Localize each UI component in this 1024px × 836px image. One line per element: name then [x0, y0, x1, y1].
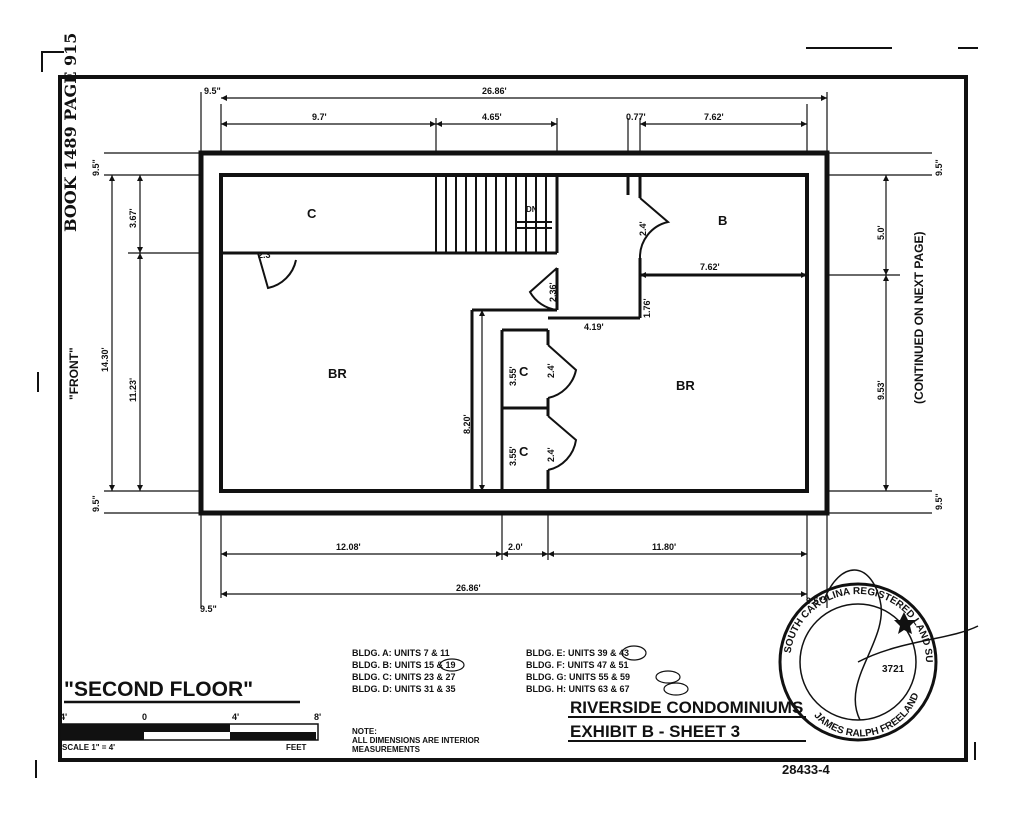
dim-top-seg-1: 9.7' [312, 112, 327, 122]
note-block: NOTE: ALL DIMENSIONS ARE INTERIOR MEASUR… [352, 727, 480, 754]
dim-right-seg-1: 5.0' [876, 225, 886, 240]
surveyor-seal: SOUTH CAROLINA REGISTERED LAND SURVEYOR … [0, 0, 979, 742]
crop-marks [35, 47, 978, 778]
dim-top-seg-3: 0.77' [626, 112, 646, 122]
building-line: BLDG. A: UNITS 7 & 11 [352, 648, 450, 658]
dim-right-seg-2: 9.53' [876, 380, 886, 400]
building-line: BLDG. B: UNITS 15 & 19 [352, 660, 456, 670]
building-line: BLDG. G: UNITS 55 & 59 [526, 672, 630, 682]
sheet-border [58, 75, 968, 762]
scale-tick: 4' [60, 712, 67, 722]
room-label-closet-mid-1: C [519, 364, 529, 379]
note-line-2: MEASUREMENTS [352, 745, 421, 754]
dim-hall-2: 1.76' [642, 298, 652, 318]
scale-tick: 0 [142, 712, 147, 722]
dim-hall-1: 4.19' [584, 322, 604, 332]
dim-bottom-wall-left: 9.5" [200, 604, 217, 614]
floor-title: "SECOND FLOOR" [64, 678, 253, 701]
front-label: "FRONT" [67, 347, 81, 400]
building-list-right: BLDG. E: UNITS 39 & 43 BLDG. F: UNITS 47… [526, 648, 630, 694]
exterior-walls [198, 150, 830, 516]
dim-top-overall: 26.86' [482, 86, 507, 96]
dim-closet-door-1: 2.4' [546, 363, 556, 378]
dim-left-seg-2: 11.23' [128, 378, 138, 402]
dim-door-closet: 2.3' [258, 250, 273, 260]
dim-closet-h1: 3.55' [508, 366, 518, 386]
dim-top-seg-2: 4.65' [482, 112, 502, 122]
seal-name: JAMES RALPH FREELAND [812, 691, 922, 739]
dimension-lines [104, 92, 932, 608]
exhibit-title: EXHIBIT B - SHEET 3 [570, 722, 740, 741]
dim-door-hall: 2.36' [548, 282, 558, 302]
project-title: RIVERSIDE CONDOMINIUMS [570, 698, 803, 717]
building-line: BLDG. E: UNITS 39 & 43 [526, 648, 629, 658]
room-label-bath: B [718, 213, 727, 228]
scale-bar: 4' 0 4' 8' SCALE 1" = 4' FEET [59, 712, 321, 752]
dim-closet-door-2: 2.4' [546, 447, 556, 462]
note-heading: NOTE: [352, 727, 377, 736]
continued-label: (CONTINUED ON NEXT PAGE) [912, 232, 926, 404]
dim-closet-h2: 3.55' [508, 446, 518, 466]
dim-bottom-overall: 26.86' [456, 583, 481, 593]
door-swings [257, 197, 671, 471]
recording-stamp: BOOK 1489 PAGE 915 [61, 33, 80, 232]
dim-bottom-wall-right: 9.5" [806, 596, 823, 606]
dim-bottom-seg-3: 11.80' [652, 542, 676, 552]
dim-bottom-seg-1: 12.08' [336, 542, 361, 552]
dim-right-wall-top: 9.5" [934, 159, 944, 176]
scale-tick: 4' [232, 712, 239, 722]
dim-bath-width: 7.62' [700, 262, 720, 272]
dim-door-bath: 2.4' [638, 221, 648, 236]
room-label-closet-mid-2: C [519, 444, 529, 459]
dim-top-seg-4: 7.62' [704, 112, 724, 122]
dim-top-wall: 9.5" [204, 86, 221, 96]
dim-left-seg-1: 3.67' [128, 208, 138, 228]
building-line: BLDG. H: UNITS 63 & 67 [526, 684, 630, 694]
note-line-1: ALL DIMENSIONS ARE INTERIOR [352, 736, 480, 745]
svg-text:JAMES RALPH FREELAND: JAMES RALPH FREELAND [812, 691, 922, 739]
scale-tick: 8' [314, 712, 321, 722]
scale-label: SCALE 1" = 4' [62, 743, 115, 752]
building-line: BLDG. D: UNITS 31 & 35 [352, 684, 456, 694]
handwritten-circles [439, 645, 689, 696]
stair-direction-label: DN [526, 205, 538, 214]
drawing-number: 28433-4 [782, 762, 830, 777]
building-list-left: BLDG. A: UNITS 7 & 11 BLDG. B: UNITS 15 … [352, 648, 456, 694]
dim-left-overall: 14.30' [100, 347, 110, 372]
room-label-closet-top-left: C [307, 206, 317, 221]
scale-unit: FEET [286, 743, 307, 752]
dimension-labels: 9.5" 26.86' 9.7' 4.65' 0.77' 7.62' 9.5" … [91, 86, 944, 614]
building-line: BLDG. F: UNITS 47 & 51 [526, 660, 629, 670]
room-label-bedroom-right: BR [676, 378, 695, 393]
dim-bottom-seg-2: 2.0' [508, 542, 523, 552]
dim-right-wall-bottom: 9.5" [934, 493, 944, 510]
room-label-bedroom-left: BR [328, 366, 347, 381]
stairs [435, 175, 552, 253]
dim-left-wall-top: 9.5" [91, 159, 101, 176]
dim-interior-wall: 8.20' [462, 414, 472, 434]
building-line: BLDG. C: UNITS 23 & 27 [352, 672, 456, 682]
dim-left-wall-bottom: 9.5" [91, 495, 101, 512]
seal-number: 3721 [882, 664, 905, 675]
